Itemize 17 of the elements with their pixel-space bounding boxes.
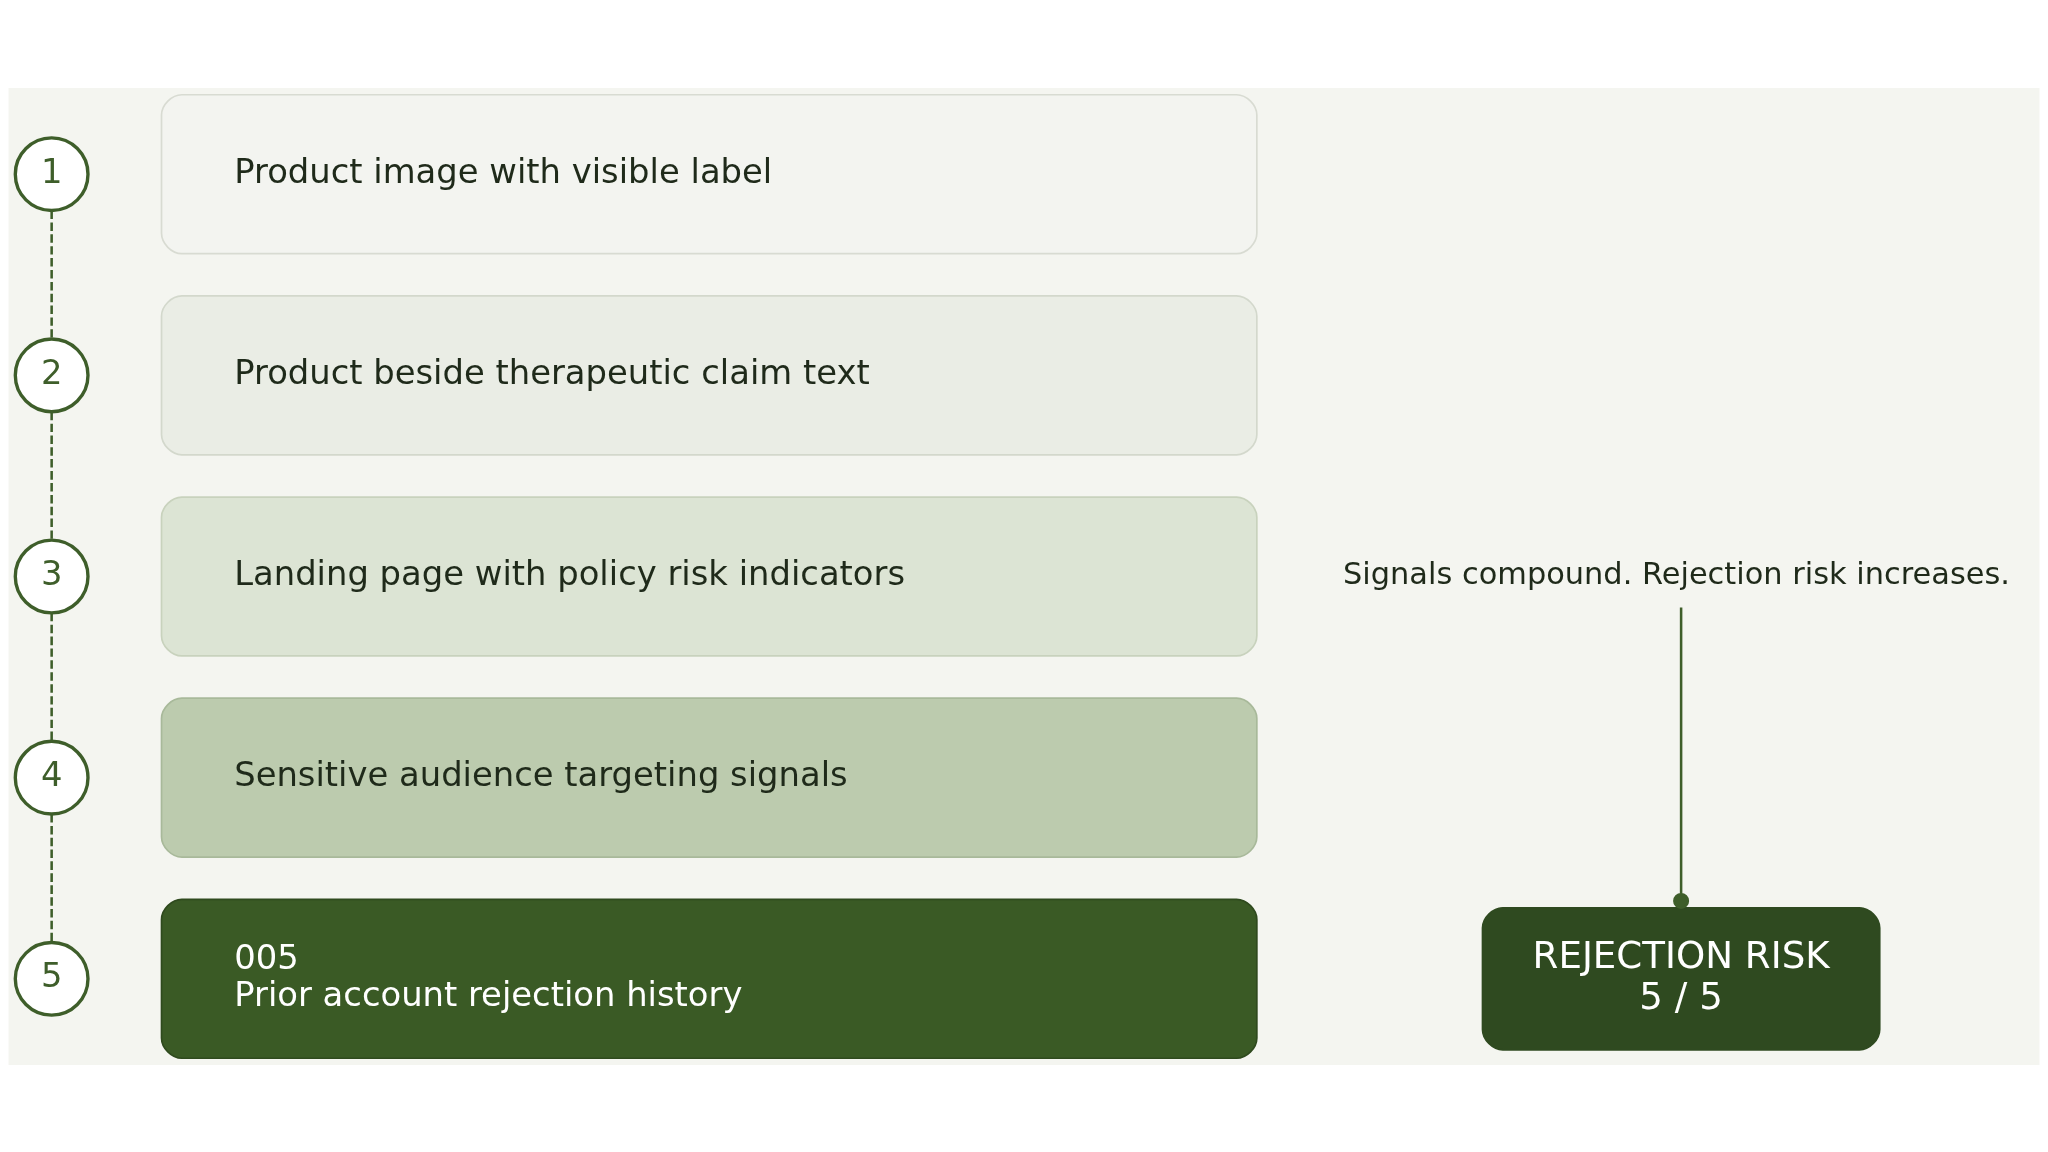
node-box: Product beside therapeutic claim text <box>160 294 1258 456</box>
connector <box>50 411 53 540</box>
connector <box>50 210 53 338</box>
node-circle: 5 <box>13 940 90 1017</box>
node-box: Product image with visible label <box>160 93 1258 254</box>
node-box: REJECTION RISK 5 / 5 <box>1481 906 1881 1051</box>
node-box: Landing page with policy risk indicators <box>160 495 1258 657</box>
node-circle: 1 <box>13 135 90 212</box>
connector <box>50 813 53 942</box>
node-box: Sensitive audience targeting signals <box>160 696 1258 858</box>
connector <box>50 612 53 741</box>
node-text: Signals compound. Rejection risk increases. <box>1343 555 2010 591</box>
node-circle: 4 <box>13 739 90 816</box>
node-circle: 3 <box>13 537 90 615</box>
node-circle: 2 <box>13 336 90 413</box>
node-box: 005 Prior account rejection history <box>160 898 1258 1059</box>
connector <box>1673 607 1690 909</box>
